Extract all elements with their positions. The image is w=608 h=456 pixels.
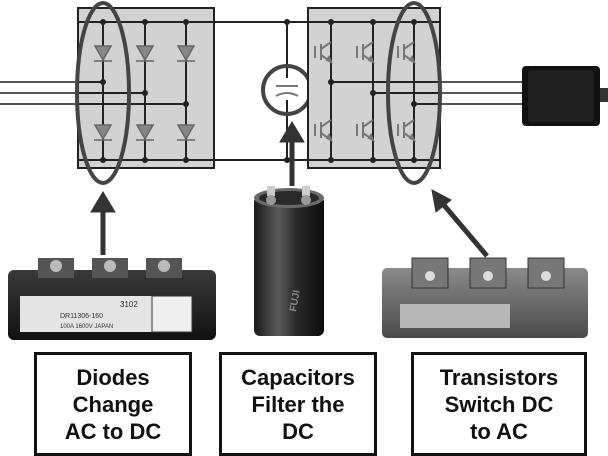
diode-module-text-2: DR11306-160	[60, 313, 103, 320]
capacitor-photo: FUJI	[254, 186, 324, 336]
transistors-line-1: Transistors	[440, 364, 559, 391]
diode-arrow	[91, 192, 115, 255]
diode-module-text-1: 3102	[120, 300, 138, 309]
capacitor-symbol	[276, 86, 298, 96]
motor-icon	[522, 66, 608, 126]
transistors-line-3: to AC	[440, 418, 559, 445]
capacitors-line-2: Filter the	[241, 391, 355, 418]
diode-module-photo: 3102 DR11306-160 100A 1600V JAPAN	[8, 258, 216, 340]
ac-output-lines	[440, 82, 524, 104]
capacitors-line-1: Capacitors	[241, 364, 355, 391]
ac-input-lines	[0, 82, 80, 104]
capacitors-label-box: Capacitors Filter the DC	[219, 352, 377, 456]
diodes-label-box: Diodes Change AC to DC	[34, 352, 192, 456]
transistor-module-photo	[382, 258, 588, 338]
diodes-line-1: Diodes	[65, 364, 162, 391]
transistors-label-box: Transistors Switch DC to AC	[411, 352, 587, 456]
capacitor-arrow	[280, 122, 304, 186]
diodes-line-3: AC to DC	[65, 418, 162, 445]
transistor-arrow	[432, 190, 487, 256]
diodes-line-2: Change	[65, 391, 162, 418]
diode-module-text-3: 100A 1600V JAPAN	[60, 324, 113, 330]
capacitors-line-3: DC	[241, 418, 355, 445]
transistors-line-2: Switch DC	[440, 391, 559, 418]
